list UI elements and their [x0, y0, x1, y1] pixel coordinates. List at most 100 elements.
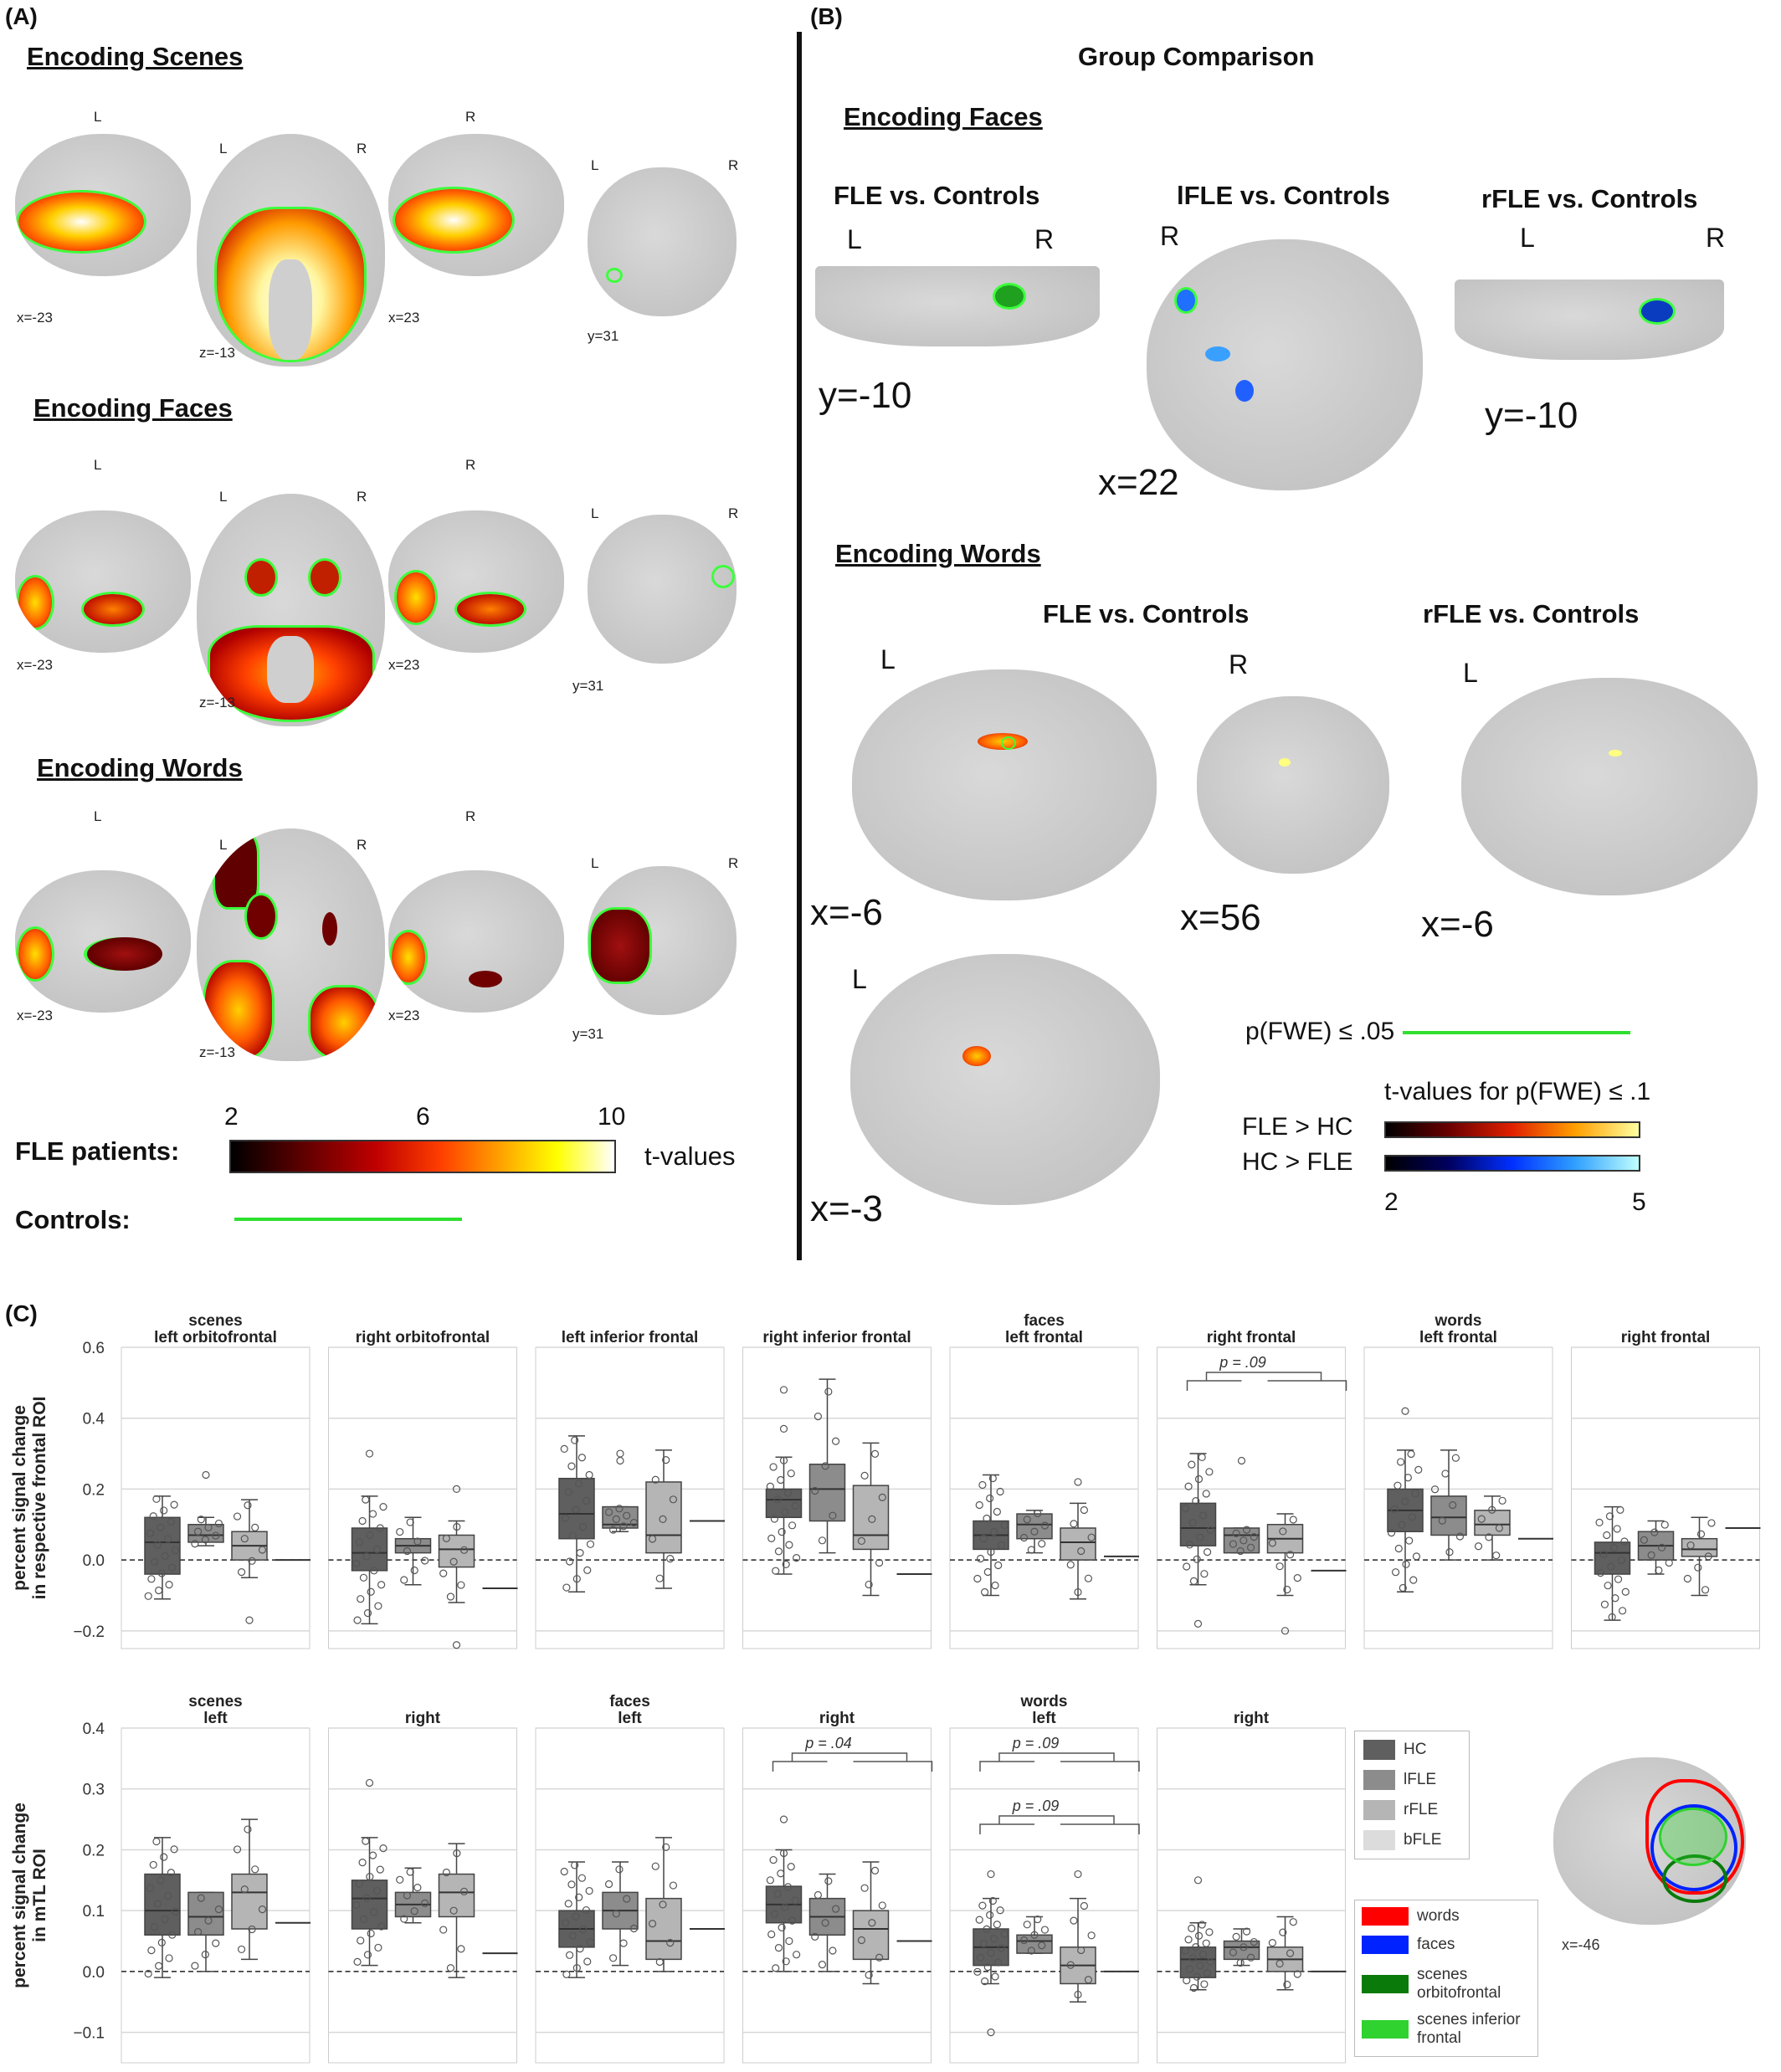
data-point	[358, 1516, 367, 1526]
box	[1430, 1495, 1467, 1536]
data-point	[997, 1944, 1006, 1952]
data-point	[167, 1517, 176, 1526]
data-point	[1066, 1561, 1075, 1569]
data-point	[659, 1900, 667, 1909]
data-point	[1595, 1518, 1604, 1527]
data-point	[788, 1916, 797, 1925]
data-point	[237, 1945, 246, 1954]
data-point	[197, 1516, 205, 1524]
data-point	[996, 1487, 1004, 1496]
data-point	[811, 1932, 819, 1941]
data-point	[1070, 1916, 1078, 1925]
data-point	[357, 1595, 365, 1603]
colorbar-hot	[1384, 1121, 1640, 1138]
label-r: R	[357, 141, 367, 156]
data-point	[983, 1925, 991, 1934]
data-point	[1614, 1575, 1623, 1583]
data-point	[352, 1900, 361, 1910]
data-point	[878, 1493, 886, 1501]
data-point	[568, 1931, 577, 1940]
panel-b-label: (B)	[810, 3, 843, 29]
coord-label: y=31	[572, 1026, 604, 1042]
data-point	[586, 1938, 595, 1946]
brain-sagittal	[1147, 239, 1423, 490]
data-point	[1232, 1932, 1240, 1941]
y-tick-label: 0.4	[83, 1411, 105, 1428]
data-point	[870, 1866, 880, 1875]
brain-axial	[197, 134, 385, 367]
data-point	[1074, 1990, 1082, 1999]
data-point	[565, 1951, 574, 1959]
data-point	[359, 1573, 368, 1582]
data-point	[772, 1964, 780, 1972]
coord-label: x=-23	[17, 1008, 53, 1023]
data-point	[362, 1495, 370, 1504]
data-point	[868, 1919, 876, 1927]
significance-label: p = .09	[1012, 1798, 1060, 1814]
data-point	[144, 1969, 152, 1978]
legend-item-faces: faces	[1362, 1936, 1455, 1954]
data-point	[1293, 1573, 1301, 1582]
data-point	[150, 1923, 159, 1931]
data-point	[167, 1869, 176, 1877]
data-point	[814, 1412, 823, 1421]
data-point	[1286, 1551, 1295, 1559]
coord-label: x=23	[388, 1008, 420, 1023]
data-point	[767, 1930, 776, 1939]
data-point	[406, 1518, 414, 1526]
data-point	[1185, 1965, 1194, 1973]
label-r: R	[357, 489, 367, 505]
data-point	[244, 1825, 252, 1834]
data-point	[567, 1462, 576, 1470]
data-point	[149, 1512, 157, 1521]
data-point	[619, 1939, 628, 1947]
data-point	[212, 1531, 220, 1540]
data-point	[1609, 1543, 1619, 1552]
data-point	[410, 1907, 418, 1916]
outlier-point	[245, 1616, 254, 1624]
box	[645, 1481, 682, 1554]
data-point	[561, 1919, 570, 1927]
data-point	[619, 1522, 628, 1531]
data-point	[442, 1868, 451, 1877]
data-point	[831, 1905, 840, 1913]
data-point	[413, 1537, 422, 1546]
data-point	[988, 1474, 997, 1483]
label-l: L	[591, 157, 599, 173]
data-point	[1236, 1958, 1245, 1967]
data-point	[868, 1515, 876, 1524]
data-point	[197, 1894, 205, 1902]
data-point	[1613, 1525, 1621, 1533]
data-point	[1080, 1901, 1088, 1910]
data-point	[1401, 1497, 1409, 1505]
brain-axial	[197, 494, 385, 726]
data-point	[1196, 1533, 1204, 1541]
data-point	[1621, 1587, 1630, 1596]
coord-label: x=-23	[17, 310, 53, 326]
data-point	[818, 1536, 827, 1545]
data-point	[1268, 1539, 1276, 1547]
data-point	[875, 1558, 884, 1567]
data-point	[439, 1569, 448, 1577]
data-point	[1704, 1552, 1712, 1561]
label-l: L	[94, 808, 102, 824]
legend-label: faces	[1417, 1936, 1455, 1953]
data-point	[362, 1837, 370, 1845]
outlier-point	[1193, 1619, 1203, 1628]
box	[438, 1534, 475, 1568]
label-r: R	[465, 457, 476, 473]
data-point	[439, 1926, 448, 1934]
data-point	[193, 1928, 203, 1936]
data-point	[993, 1507, 1001, 1516]
data-point	[1192, 1497, 1200, 1505]
data-point	[1205, 1468, 1214, 1476]
data-point	[648, 1920, 657, 1928]
data-point	[831, 1437, 840, 1445]
data-point	[146, 1884, 155, 1892]
subplot-frame	[1157, 1346, 1346, 1649]
significance-bracket	[979, 1752, 1140, 1772]
data-point	[774, 1547, 783, 1556]
tvalues-label: t-values for p(FWE) ≤ .1	[1384, 1078, 1651, 1105]
data-point	[1430, 1485, 1440, 1494]
label-r: R	[357, 837, 367, 853]
